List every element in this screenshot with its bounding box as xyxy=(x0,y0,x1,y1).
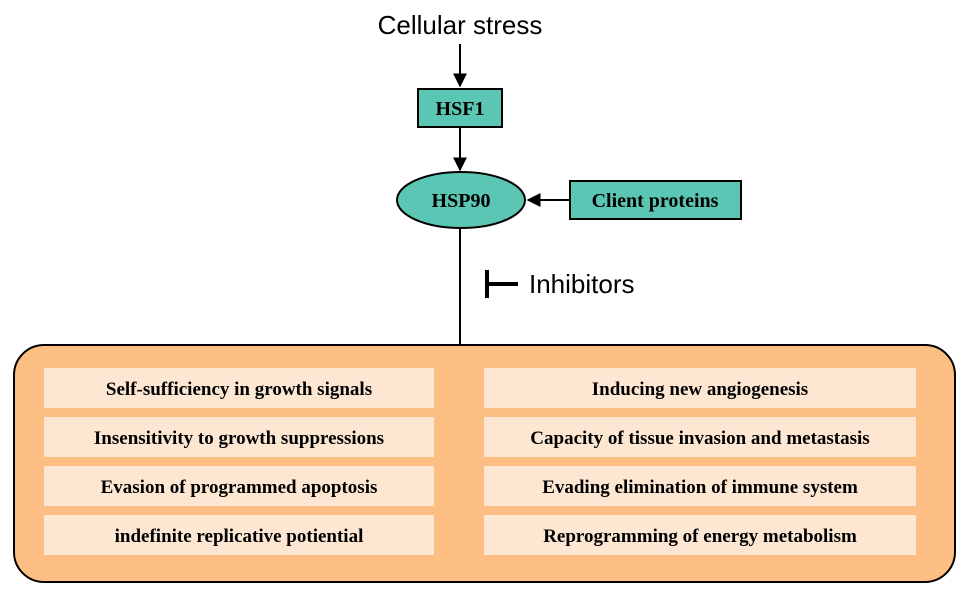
hsp90-node: HSP90 xyxy=(396,171,526,229)
hallmark-item-box xyxy=(484,466,916,506)
hallmark-item-box xyxy=(44,466,434,506)
hallmark-item-box xyxy=(484,368,916,408)
hallmark-item: Reprogramming of energy metabolism xyxy=(543,526,857,547)
client-proteins-node: Client proteins xyxy=(569,180,742,220)
hallmarks-left-column: Self-sufficiency in growth signals Insen… xyxy=(44,368,434,555)
hallmark-item: Self-sufficiency in growth signals xyxy=(106,379,372,400)
hsf1-label: HSF1 xyxy=(436,98,485,120)
hallmarks-right-column: Inducing new angiogenesis Capacity of ti… xyxy=(484,368,916,555)
hallmark-item-box xyxy=(44,368,434,408)
hallmark-item: Insensitivity to growth suppressions xyxy=(94,428,384,449)
inhibitor-symbol xyxy=(485,270,518,298)
hallmark-item: indefinite replicative potiential xyxy=(115,526,364,547)
hallmark-item: Evading elimination of immune system xyxy=(542,477,858,498)
hallmark-item: Capacity of tissue invasion and metastas… xyxy=(530,428,869,449)
hallmark-item: Evasion of programmed apoptosis xyxy=(101,477,378,498)
client-proteins-label: Client proteins xyxy=(592,190,719,212)
hallmark-item-box xyxy=(44,417,434,457)
inhibitors-label: Inhibitors xyxy=(529,269,635,299)
hallmark-item-box xyxy=(44,515,434,555)
hallmark-item-box xyxy=(484,515,916,555)
hsf1-node: HSF1 xyxy=(417,88,503,128)
hallmark-item-box xyxy=(484,417,916,457)
cellular-stress-label: Cellular stress xyxy=(378,10,543,40)
hallmark-item: Inducing new angiogenesis xyxy=(592,379,808,400)
hsp90-label: HSP90 xyxy=(432,190,491,212)
